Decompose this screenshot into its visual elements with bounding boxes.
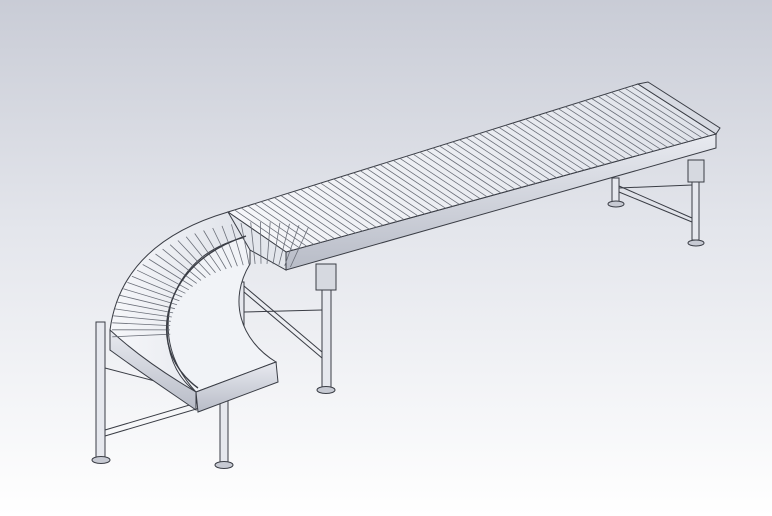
straight-rollers: [234, 85, 710, 251]
roller: [545, 112, 620, 161]
roller: [360, 170, 425, 215]
roller: [131, 275, 183, 298]
roller: [399, 157, 467, 203]
roller: [525, 118, 599, 167]
roller: [531, 116, 606, 165]
roller: [234, 209, 294, 251]
middle-leg-stand: [237, 263, 337, 394]
roller: [194, 233, 222, 272]
roller: [113, 315, 171, 322]
roller: [485, 131, 557, 179]
roller: [393, 160, 460, 205]
roller: [148, 258, 193, 287]
roller: [432, 147, 502, 194]
roller: [326, 180, 391, 224]
roller: [439, 145, 509, 192]
roller: [278, 223, 290, 265]
roller: [353, 172, 419, 217]
roller: [127, 282, 180, 302]
roller: [565, 106, 640, 156]
roller: [240, 223, 250, 265]
roller: [284, 225, 300, 266]
roller: [366, 168, 432, 213]
roller: [117, 301, 174, 314]
roller: [604, 93, 682, 144]
roller: [221, 225, 238, 267]
roller: [419, 151, 488, 198]
roller: [293, 191, 356, 234]
roller: [406, 155, 474, 201]
roller: [465, 137, 536, 184]
roller: [185, 236, 216, 274]
roller: [313, 184, 377, 228]
roller: [274, 197, 335, 240]
roller: [307, 186, 370, 230]
roller: [558, 108, 634, 158]
roller: [551, 110, 627, 160]
roller: [373, 166, 439, 211]
roller: [611, 91, 689, 142]
roller: [479, 133, 550, 181]
roller: [452, 141, 523, 188]
roller: [379, 164, 446, 209]
roller: [267, 199, 328, 241]
roller: [177, 240, 211, 276]
roller: [280, 195, 342, 238]
roller: [459, 139, 529, 186]
roller: [591, 98, 668, 148]
roller: [231, 224, 244, 266]
roller: [287, 193, 349, 236]
curved-rollers: [111, 221, 309, 338]
roller: [571, 104, 647, 154]
roller: [346, 174, 412, 219]
roller: [240, 207, 301, 249]
roller: [617, 89, 696, 141]
roller: [247, 205, 308, 247]
roller: [290, 227, 309, 268]
roller: [266, 222, 271, 264]
roller: [445, 143, 516, 190]
roller: [114, 308, 172, 318]
roller: [272, 222, 281, 265]
roller: [498, 127, 571, 175]
roller: [492, 129, 564, 177]
roller: [598, 96, 675, 146]
roller: [631, 85, 710, 137]
roller: [155, 253, 197, 284]
roller: [512, 122, 585, 171]
roller: [624, 87, 703, 139]
roller: [162, 248, 202, 281]
roller: [112, 322, 171, 326]
curve-inner-rail: [166, 235, 247, 389]
roller: [320, 182, 384, 226]
roller: [584, 100, 661, 150]
roller: [260, 221, 262, 264]
roller: [426, 149, 495, 196]
curved-section-frame: [109, 211, 287, 413]
roller: [340, 176, 405, 220]
roller: [505, 124, 578, 173]
roller: [518, 120, 592, 169]
roller: [333, 178, 398, 222]
roller: [538, 114, 613, 163]
roller: [142, 264, 189, 291]
roller: [119, 294, 175, 310]
roller: [472, 135, 543, 182]
roller: [123, 288, 178, 306]
roller: [112, 333, 171, 338]
roller: [212, 227, 233, 268]
right-leg-stand: [607, 159, 705, 247]
roller: [260, 201, 321, 243]
roller: [386, 162, 453, 207]
roller: [250, 222, 256, 264]
roller: [300, 188, 363, 232]
roller: [578, 102, 654, 152]
roller: [412, 153, 481, 200]
roller: [169, 244, 206, 278]
